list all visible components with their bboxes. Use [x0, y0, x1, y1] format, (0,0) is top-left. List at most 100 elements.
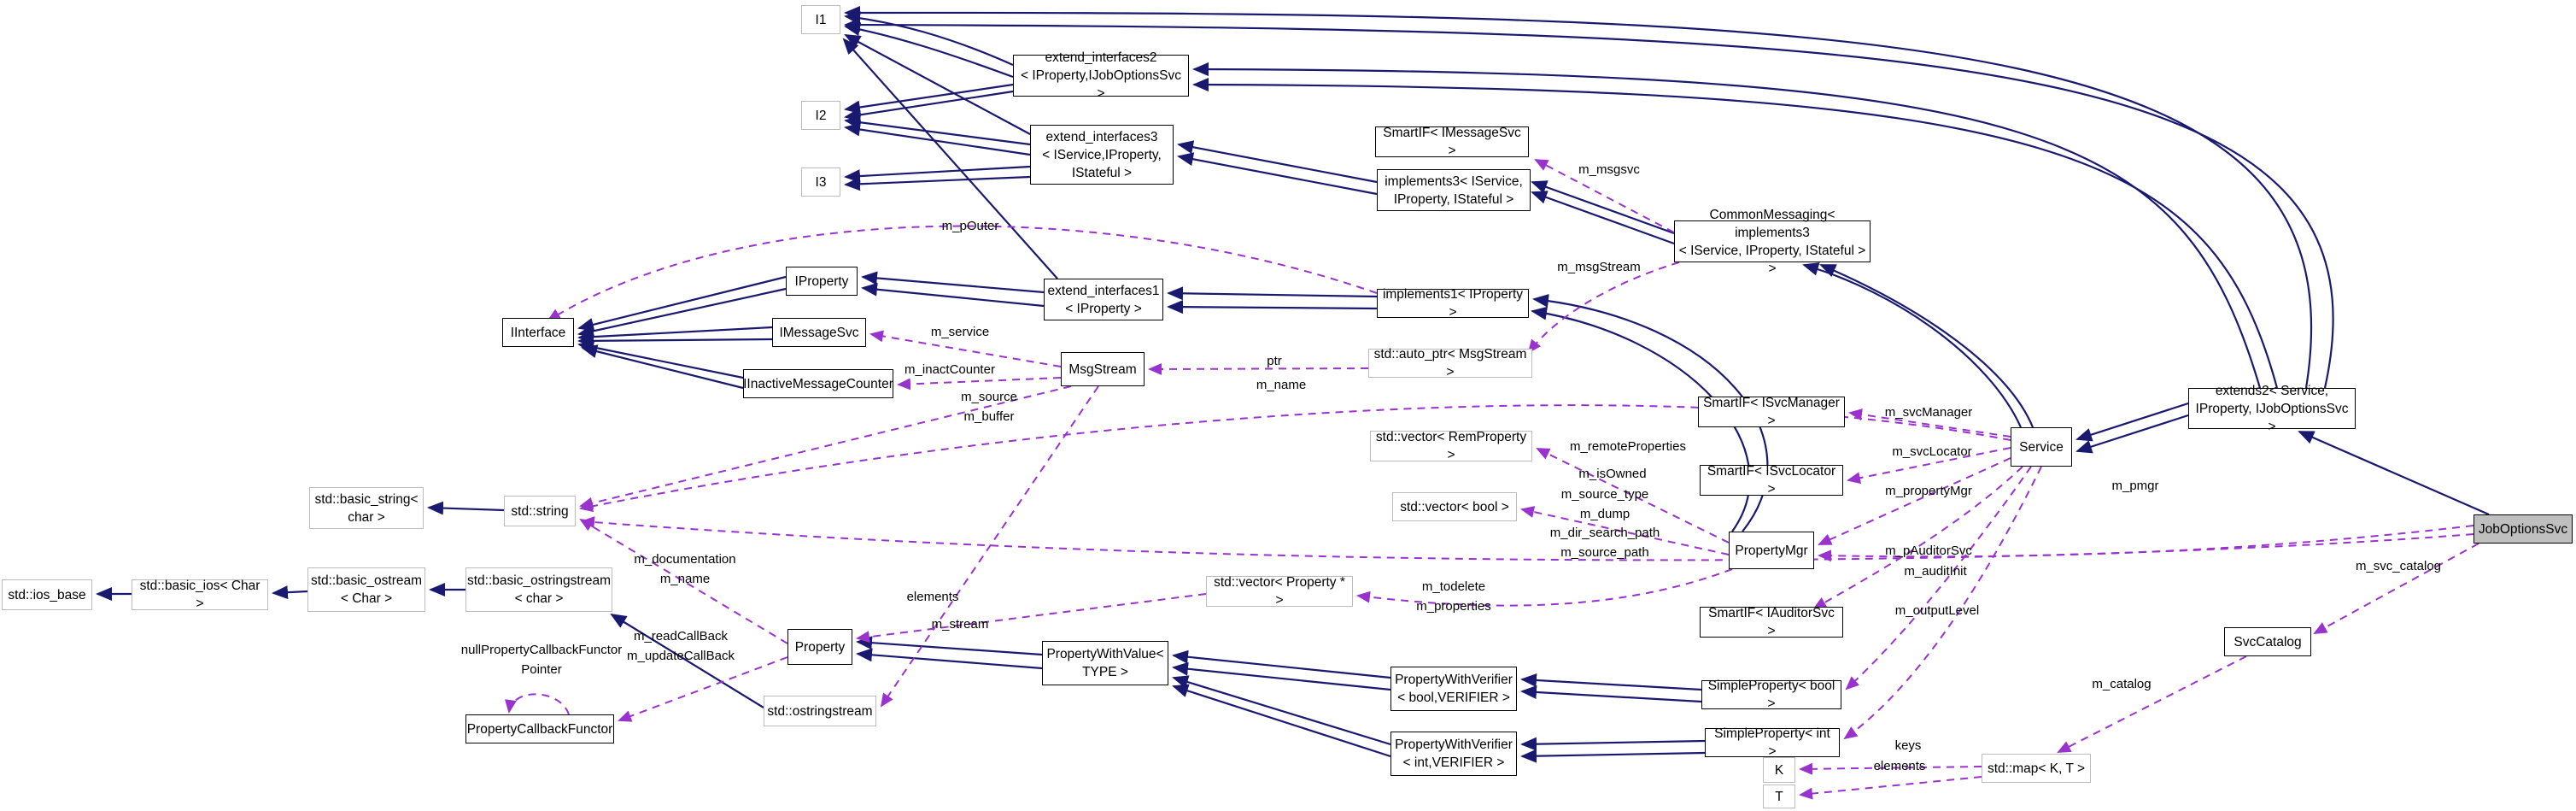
edge-label-u7: m_source m_buffer [961, 390, 1017, 424]
class-node-label: std::basic_ios< Char > [139, 579, 261, 611]
edge-label-u5: m_service [930, 325, 990, 339]
class-node-PropertyCallbackFunctor[interactable]: PropertyCallbackFunctor [465, 714, 614, 743]
edge-implements3-to-extend_interfaces3 [1177, 140, 1378, 184]
class-node-SmartIF_IAuditorSvc[interactable]: SmartIF< IAuditorSvc > [1700, 606, 1843, 638]
class-node-label: IProperty, IStateful > [1393, 191, 1514, 207]
class-node-extend_interfaces3[interactable]: extend_interfaces3< IService,IProperty,I… [1030, 125, 1174, 185]
edge-implements1-to-extend_interfaces1 [1167, 300, 1378, 314]
class-node-implements1[interactable]: implements1< IProperty > [1377, 287, 1529, 320]
class-node-vector_bool[interactable]: std::vector< bool > [1392, 492, 1517, 521]
class-node-PropertyWithVerifier_bool[interactable]: PropertyWithVerifier< bool,VERIFIER > [1390, 667, 1517, 711]
class-node-label: SimpleProperty< bool > [1707, 679, 1835, 711]
class-node-basic_ios[interactable]: std::basic_ios< Char > [132, 579, 268, 611]
class-node-label: std::basic_string< [314, 491, 419, 507]
class-node-map_KT[interactable]: std::map< K, T > [1982, 754, 2091, 783]
class-node-IProperty[interactable]: IProperty [786, 267, 858, 296]
edge-PropertyWithVerifier_int-to-PropertyWithValue [1172, 675, 1391, 746]
class-node-ios_base[interactable]: std::ios_base [2, 579, 92, 610]
class-node-PropertyWithValue[interactable]: PropertyWithValue<TYPE > [1042, 641, 1168, 685]
class-node-label: MsgStream [1068, 361, 1137, 377]
class-node-string[interactable]: std::string [504, 496, 576, 526]
edge-label-u26: m_catalog [2092, 677, 2152, 691]
class-node-label: SmartIF< IAuditorSvc > [1708, 606, 1835, 638]
class-node-label: CommonMessaging< implements3 [1709, 207, 1835, 240]
edge-vector_PropertyStar-to-Property [856, 593, 1207, 644]
edge-extend_interfaces3-to-I3 [844, 165, 1031, 184]
edge-label-u2: m_msgStream [1557, 260, 1641, 274]
class-node-label: std::vector< RemProperty > [1375, 430, 1527, 462]
class-node-label: std::basic_ostream [310, 573, 423, 588]
class-node-SimpleProperty_bool[interactable]: SimpleProperty< bool > [1701, 679, 1841, 711]
edge-label-u28: elements [1873, 759, 1926, 773]
edge-extend_interfaces3-to-I1 [844, 34, 1031, 135]
class-node-Property[interactable]: Property [787, 629, 852, 665]
class-node-SmartIF_ISvcLocator[interactable]: SmartIF< ISvcLocator > [1700, 464, 1843, 497]
class-node-extend_interfaces2[interactable]: extend_interfaces2< IProperty,IJobOption… [1013, 50, 1189, 101]
class-node-label: < int,VERIFIER > [1402, 755, 1505, 770]
edge-label-u1: m_msgsvc [1578, 162, 1640, 177]
class-node-I3[interactable]: I3 [801, 167, 840, 197]
class-node-label: JobOptionsSvc [2478, 521, 2568, 537]
class-node-vector_PropertyStar[interactable]: std::vector< Property * > [1206, 575, 1353, 608]
edge-JobOptionsSvc-to-SvcCatalog [2313, 543, 2479, 634]
edge-label-u16: m_pmgr [2111, 479, 2159, 493]
class-node-PropertyWithVerifier_int[interactable]: PropertyWithVerifier< int,VERIFIER > [1390, 732, 1517, 776]
class-node-extend_interfaces1[interactable]: extend_interfaces1< IProperty > [1044, 279, 1163, 320]
class-node-extends2[interactable]: extends2< Service,IProperty, IJobOptions… [2188, 384, 2356, 434]
edge-map_KT-to-K [1799, 762, 1982, 775]
edge-IProperty-to-IInterface [577, 275, 787, 332]
edge-ostringstream-to-basic_ostringstream [610, 613, 764, 708]
edge-label-u21: elements [906, 590, 959, 604]
edge-PropertyMgr-to-vector_PropertyStar [1356, 568, 1733, 607]
class-node-label: std::ostringstream [767, 703, 873, 719]
edge-extends2-to-extend_interfaces2 [1192, 78, 2279, 389]
edge-Service-to-SmartIF_ISvcLocator [1847, 447, 2011, 485]
edge-SimpleProperty_bool-to-PropertyWithVerifier_bool [1520, 673, 1702, 691]
class-node-SimpleProperty_int[interactable]: SimpleProperty< int > [1705, 726, 1840, 759]
class-node-label: < bool,VERIFIER > [1397, 691, 1510, 705]
class-node-label: TYPE > [1082, 665, 1128, 679]
edge-PropertyCallbackFunctor-to-PropertyCallbackFunctor [505, 693, 570, 715]
class-node-vector_RemProperty[interactable]: std::vector< RemProperty > [1370, 430, 1532, 462]
edge-IInactiveMessageCounter-to-IInterface [581, 344, 744, 390]
class-node-implements3[interactable]: implements3< IService,IProperty, IStatef… [1377, 169, 1531, 211]
edge-extend_interfaces2-to-I1 [844, 11, 1014, 67]
class-node-JobOptionsSvc[interactable]: JobOptionsSvc [2474, 514, 2573, 544]
class-node-label: Service [2019, 439, 2064, 455]
class-node-SmartIF_IMessageSvc[interactable]: SmartIF< IMessageSvc > [1375, 126, 1529, 158]
class-node-I1[interactable]: I1 [801, 5, 840, 34]
edge-Service-to-SimpleProperty_bool [1845, 466, 2032, 691]
class-node-Service[interactable]: Service [2011, 427, 2072, 467]
class-node-label: IInterface [510, 325, 566, 340]
edge-extends2-to-extend_interfaces2 [1192, 62, 2262, 389]
class-node-MsgStream[interactable]: MsgStream [1061, 352, 1145, 386]
edge-MsgStream-to-string [579, 385, 1072, 509]
class-node-basic_string[interactable]: std::basic_string<char > [309, 487, 424, 529]
class-node-label: I1 [815, 12, 827, 27]
class-node-IMessageSvc[interactable]: IMessageSvc [772, 318, 866, 347]
edge-label-u24: nullPropertyCallbackFunctor Pointer [460, 643, 623, 677]
edge-JobOptionsSvc-to-string [581, 516, 2474, 561]
class-node-IInactiveMessageCounter[interactable]: IInactiveMessageCounter [743, 369, 893, 398]
class-node-SmartIF_ISvcManager[interactable]: SmartIF< ISvcManager > [1698, 396, 1845, 428]
edge-label-u13: m_pAuditorSvc [1885, 544, 1972, 558]
class-node-ostringstream[interactable]: std::ostringstream [764, 696, 876, 726]
edge-extends2-to-I1 [844, 5, 2313, 389]
class-node-basic_ostream[interactable]: std::basic_ostream< Char > [307, 567, 425, 612]
class-node-PropertyMgr[interactable]: PropertyMgr [1729, 532, 1814, 569]
class-node-T[interactable]: T [1763, 785, 1795, 808]
class-node-CommonMessaging[interactable]: CommonMessaging< implements3< IService, … [1674, 208, 1871, 276]
edge-IProperty-to-IInterface [577, 287, 787, 338]
class-node-basic_ostringstream[interactable]: std::basic_ostringstream< char > [465, 567, 612, 612]
class-node-label: extend_interfaces3 [1045, 129, 1158, 144]
class-node-SvcCatalog[interactable]: SvcCatalog [2224, 627, 2311, 656]
class-node-I2[interactable]: I2 [801, 101, 840, 130]
edge-auto_ptr_MsgStream-to-MsgStream [1148, 362, 1369, 375]
edge-label-u6: m_inactCounter [905, 362, 995, 377]
class-node-IInterface[interactable]: IInterface [502, 318, 574, 347]
edge-IInactiveMessageCounter-to-IInterface [577, 340, 744, 379]
edge-map_KT-to-T [1799, 776, 1982, 800]
edge-extend_interfaces2-to-I2 [844, 83, 1014, 115]
class-node-K[interactable]: K [1763, 757, 1795, 783]
class-node-auto_ptr_MsgStream[interactable]: std::auto_ptr< MsgStream > [1368, 347, 1532, 379]
